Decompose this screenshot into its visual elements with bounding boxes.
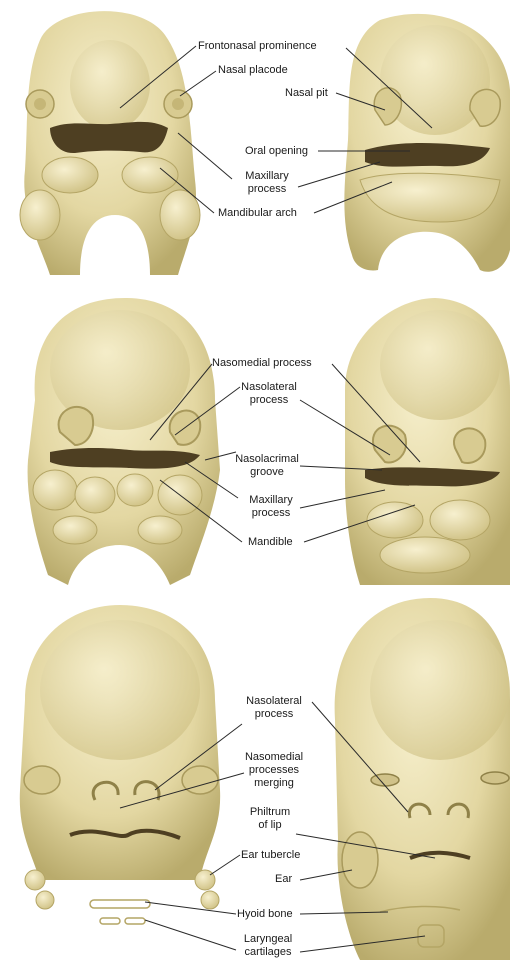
label-oral-opening: Oral opening	[245, 145, 308, 158]
embryo-1-left	[20, 11, 200, 275]
label-nasolateral-process-3: Nasolateral process	[242, 695, 306, 721]
embryo-3-right	[335, 598, 510, 960]
embryo-2-right	[345, 298, 510, 585]
embryo-1-right	[344, 14, 510, 272]
label-ear-tubercle: Ear tubercle	[241, 849, 300, 862]
label-nasolacrimal-groove: Nasolacrimal groove	[232, 453, 302, 479]
embryo-3-left	[20, 605, 220, 924]
label-maxillary-process-2: Maxillary process	[240, 494, 302, 520]
embryo-2-left	[28, 298, 220, 585]
label-nasal-placode: Nasal placode	[218, 64, 288, 77]
label-frontonasal-prominence: Frontonasal prominence	[198, 40, 317, 53]
label-mandibular-arch: Mandibular arch	[218, 207, 297, 220]
label-nasolateral-process-2: Nasolateral process	[238, 381, 300, 407]
label-mandible: Mandible	[248, 536, 293, 549]
label-philtrum-of-lip: Philtrum of lip	[244, 806, 296, 832]
label-nasal-pit: Nasal pit	[285, 87, 328, 100]
label-ear: Ear	[275, 873, 292, 886]
label-laryngeal-cartilages: Laryngeal cartilages	[236, 933, 300, 959]
label-hyoid-bone: Hyoid bone	[237, 908, 293, 921]
label-maxillary-process-1: Maxillary process	[236, 170, 298, 196]
label-nasomedial-process: Nasomedial process	[212, 357, 312, 370]
label-nasomedial-processes-merging: Nasomedial processes merging	[240, 751, 308, 790]
